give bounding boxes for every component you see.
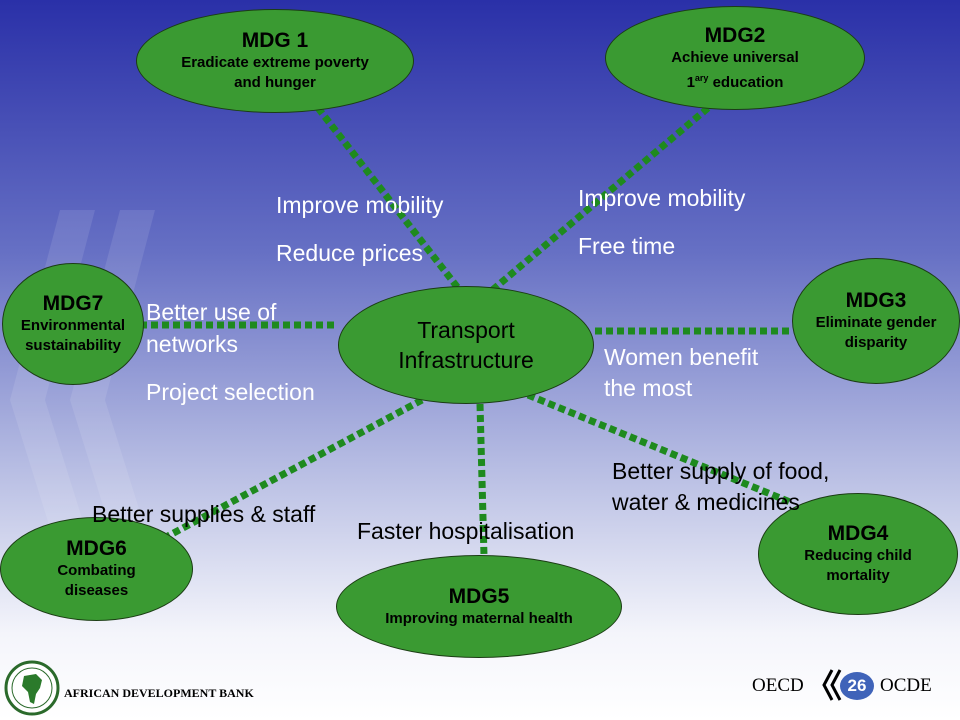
mdg3-title: MDG3 [845, 289, 907, 312]
oecd-chevron-icon [822, 669, 842, 701]
mdg6-desc-line2: diseases [64, 582, 129, 599]
mdg4-title: MDG4 [827, 522, 889, 545]
label-mdg3-the-most: the most [604, 375, 693, 401]
label-mdg6-better-supplies: Better supplies & staff [92, 501, 316, 527]
center-title-line2: Infrastructure [398, 347, 534, 373]
mdg2-node: MDG2 Achieve universal 1ary education [605, 6, 865, 110]
mdg2-desc-line1: Achieve universal [671, 48, 799, 66]
connector-mdg5 [476, 403, 488, 557]
mdg4-node: MDG4 Reducing child mortality [758, 493, 958, 615]
mdg5-desc-line1: Improving maternal health [385, 609, 573, 627]
african-development-bank-logo [4, 660, 60, 716]
label-mdg7-networks: networks [146, 331, 239, 357]
label-mdg3-women-benefit: Women benefit [604, 344, 759, 370]
label-mdg4-better-supply: Better supply of food, [612, 458, 830, 484]
mdg1-desc-line2: and hunger [234, 74, 316, 91]
mdg4-desc-line2: mortality [826, 567, 890, 584]
label-mdg2-free-time: Free time [578, 233, 676, 259]
label-mdg1-reduce-prices: Reduce prices [276, 240, 424, 266]
mdg6-title: MDG6 [66, 537, 127, 560]
oecd-logo-text: OECD [752, 675, 804, 696]
mdg3-desc-line1: Eliminate gender [815, 314, 937, 331]
mdg6-desc-line1: Combating [57, 562, 136, 579]
connector-mdg6 [166, 396, 424, 540]
label-mdg7-project-selection: Project selection [146, 379, 315, 405]
label-mdg4-water-medicines: water & medicines [612, 489, 800, 515]
transport-infrastructure-node: Transport Infrastructure [338, 286, 594, 404]
connector-mdg2 [487, 105, 711, 295]
label-mdg5-faster-hospitalisation: Faster hospitalisation [357, 518, 575, 544]
mdg1-node: MDG 1 Eradicate extreme poverty and hung… [136, 9, 414, 113]
connector-mdg4 [526, 391, 792, 506]
mdg3-node: MDG3 Eliminate gender disparity [792, 258, 960, 384]
mdg4-desc-line1: Reducing child [804, 547, 912, 564]
mdg7-node: MDG7 Environmental sustainability [2, 263, 144, 385]
mdg1-title: MDG 1 [241, 29, 309, 52]
label-mdg2-improve-mobility: Improve mobility [578, 185, 746, 211]
page-number-badge: 26 [840, 672, 874, 700]
label-mdg7-better-use: Better use of [146, 299, 277, 325]
footer-bank-name: AFRICAN DEVELOPMENT BANK [64, 686, 254, 700]
connector-mdg1 [315, 105, 461, 291]
mdg3-desc-line2: disparity [844, 334, 908, 351]
mdg7-desc-line2: sustainability [25, 337, 121, 354]
center-title-line1: Transport [417, 317, 515, 343]
mdg5-node: MDG5 Improving maternal health [336, 555, 622, 658]
mdg1-desc-line1: Eradicate extreme poverty [181, 54, 369, 71]
ocde-logo-text: OCDE [880, 675, 932, 696]
mdg7-desc-line1: Environmental [20, 317, 126, 334]
mdg2-title: MDG2 [704, 23, 766, 47]
mdg6-node: MDG6 Combating diseases [0, 517, 193, 621]
mdg5-title: MDG5 [448, 584, 510, 608]
mdg2-desc-line2: 1ary education [686, 72, 784, 91]
mdg7-title: MDG7 [42, 292, 104, 315]
label-mdg1-improve-mobility: Improve mobility [276, 192, 444, 218]
